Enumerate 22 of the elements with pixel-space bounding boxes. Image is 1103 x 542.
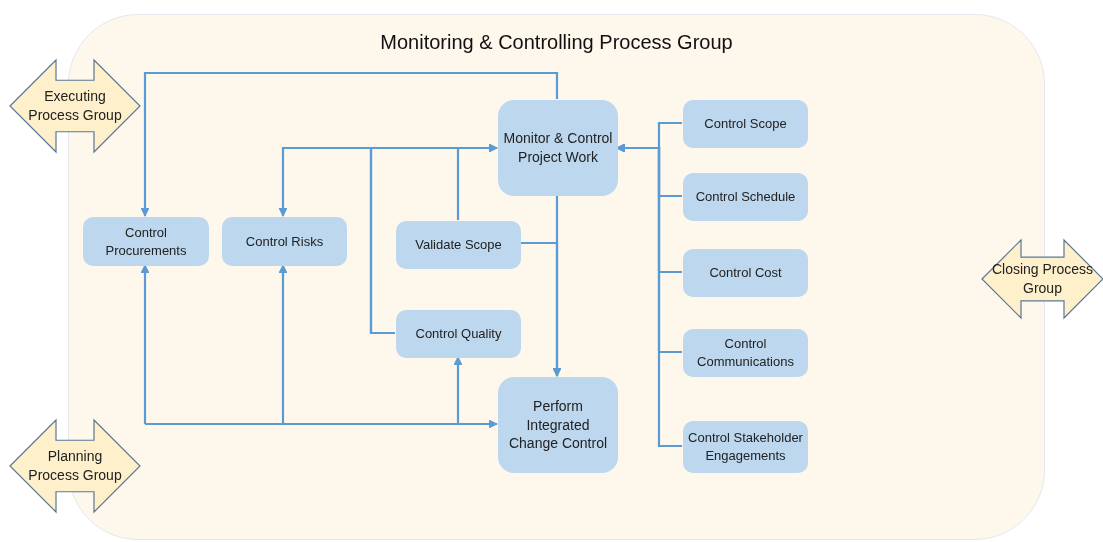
connector-arrow: [520, 241, 562, 377]
process-box: Perform Integrated Change Control: [498, 377, 618, 473]
process-group-label: Planning Process Group: [27, 447, 123, 485]
connector-arrow: [145, 419, 498, 429]
process-box: Control Procurements: [83, 217, 209, 266]
connector-arrow: [278, 146, 395, 335]
process-group-label: Closing Process Group: [990, 260, 1095, 298]
connector-arrow: [456, 143, 498, 220]
process-box: Control Scope: [683, 100, 808, 148]
process-box: Control Cost: [683, 249, 808, 297]
process-box: Control Risks: [222, 217, 347, 266]
process-box: Validate Scope: [396, 221, 521, 269]
group-title: Monitoring & Controlling Process Group: [379, 31, 734, 54]
process-box: Control Stakeholder Engagements: [683, 421, 808, 473]
process-box: Control Schedule: [683, 173, 808, 221]
process-box: Monitor & Control Project Work: [498, 100, 618, 196]
process-box: Control Communications: [683, 329, 808, 377]
connector-arrow: [616, 143, 682, 448]
connector-arrow: [140, 71, 559, 217]
process-group-label: Executing Process Group: [27, 87, 123, 125]
process-box: Control Quality: [396, 310, 521, 358]
connector-arrow: [140, 264, 150, 424]
